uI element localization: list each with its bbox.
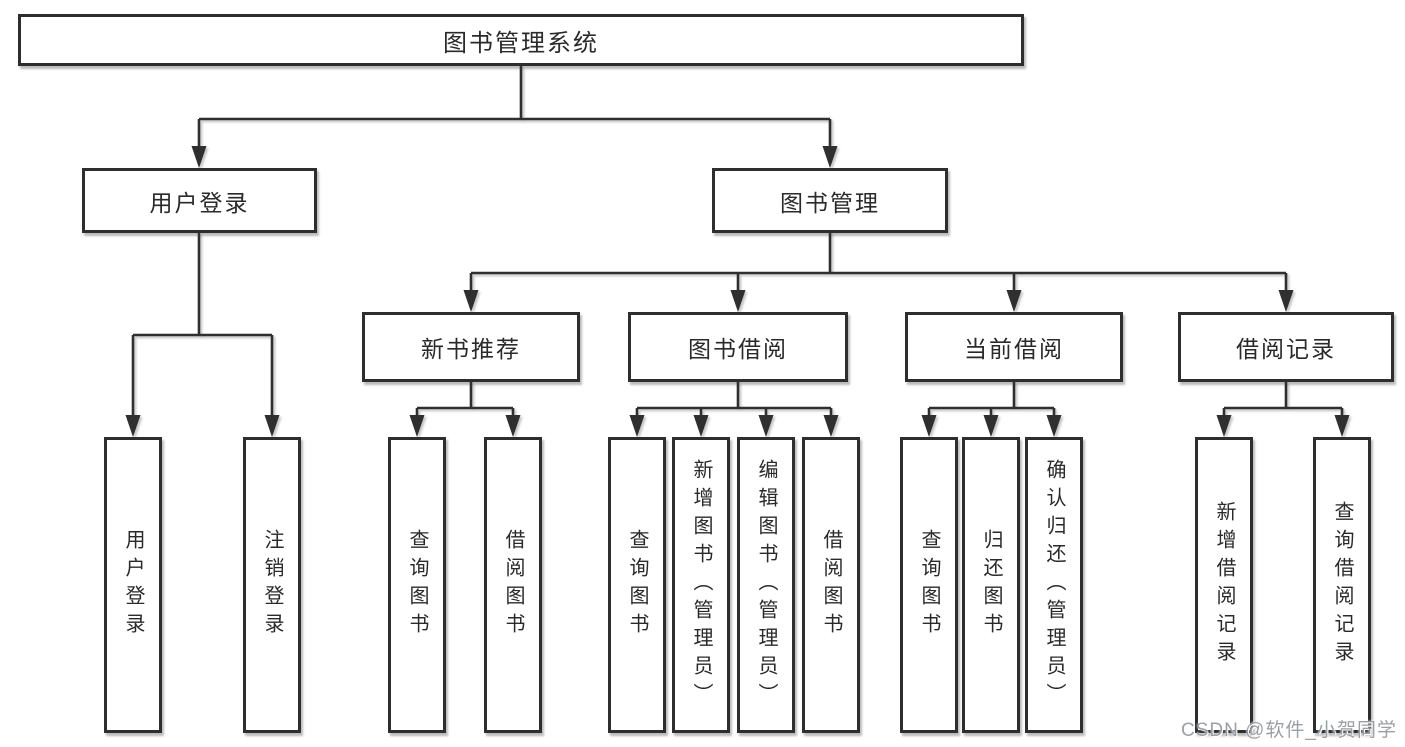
- node-label: 借阅图书: [502, 529, 524, 641]
- node-label: 图书管理系统: [443, 29, 599, 57]
- node-borrowing-records: 借阅记录: [1178, 312, 1394, 382]
- arrowheads: [125, 146, 1350, 437]
- node-leaf-user-login: 用户登录: [104, 437, 162, 733]
- node-label: 查询借阅记录: [1331, 501, 1353, 669]
- node-current-borrowing: 当前借阅: [905, 312, 1123, 382]
- tree-edges: [131, 66, 1344, 417]
- node-label: 编辑图书（管理员）: [755, 459, 777, 711]
- node-leaf-add-books-admin: 新增图书（管理员）: [672, 437, 730, 733]
- node-leaf-edit-books-admin: 编辑图书（管理员）: [737, 437, 795, 733]
- node-label: 注销登录: [261, 529, 283, 641]
- node-label: 新增借阅记录: [1213, 501, 1235, 669]
- node-leaf-borrow-books-recommend: 借阅图书: [484, 437, 542, 733]
- node-label: 图书借阅: [688, 336, 788, 362]
- node-leaf-add-borrow-record: 新增借阅记录: [1195, 437, 1253, 733]
- node-leaf-query-books-recommend: 查询图书: [388, 437, 446, 733]
- node-label: 用户登录: [122, 529, 144, 641]
- node-label: 新书推荐: [421, 336, 521, 362]
- node-new-book-recommend: 新书推荐: [362, 312, 580, 382]
- node-label: 图书管理: [780, 189, 880, 216]
- node-label: 查询图书: [918, 529, 940, 641]
- node-root-system: 图书管理系统: [18, 14, 1024, 66]
- node-label: 当前借阅: [964, 336, 1064, 362]
- node-leaf-return-books: 归还图书: [962, 437, 1020, 733]
- csdn-watermark: CSDN @软件_小贺同学: [1181, 720, 1397, 741]
- node-leaf-query-books-borrowing: 查询图书: [608, 437, 666, 733]
- node-leaf-query-borrow-record: 查询借阅记录: [1313, 437, 1371, 733]
- node-user-login: 用户登录: [82, 168, 317, 233]
- node-label: 确认归还（管理员）: [1043, 459, 1065, 711]
- node-label: 借阅记录: [1236, 336, 1336, 362]
- node-book-borrowing: 图书借阅: [628, 312, 848, 382]
- node-label: 归还图书: [980, 529, 1002, 641]
- node-label: 查询图书: [406, 529, 428, 641]
- node-book-management: 图书管理: [712, 168, 948, 233]
- node-label: 用户登录: [149, 189, 250, 216]
- node-leaf-confirm-return-admin: 确认归还（管理员）: [1025, 437, 1083, 733]
- node-label: 新增图书（管理员）: [690, 459, 712, 711]
- node-leaf-query-books-current: 查询图书: [900, 437, 958, 733]
- node-label: 查询图书: [626, 529, 648, 641]
- node-label: 借阅图书: [820, 529, 842, 641]
- node-leaf-borrow-books-borrowing: 借阅图书: [802, 437, 860, 733]
- node-leaf-logout: 注销登录: [243, 437, 301, 733]
